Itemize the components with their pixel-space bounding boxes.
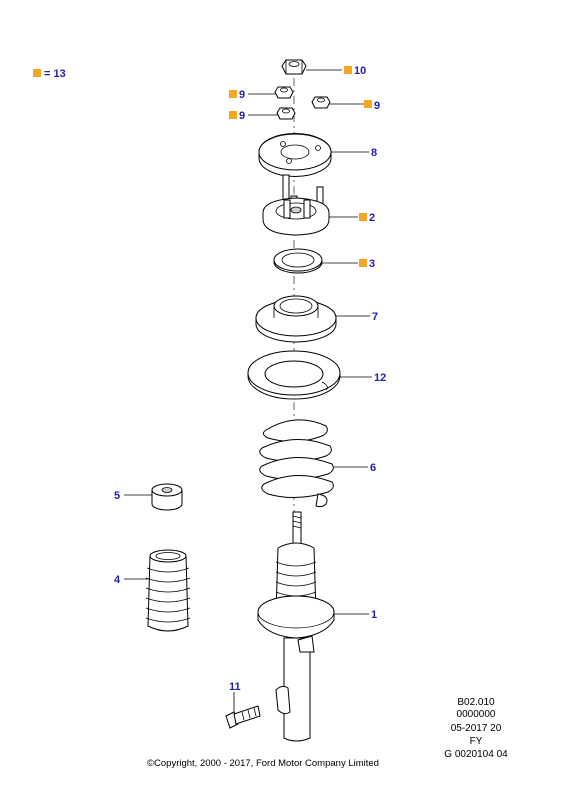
callout-2[interactable]: 2 [369, 212, 375, 224]
callout-9-lower[interactable]: 9 [239, 110, 245, 122]
part-9-nut-lower-left[interactable] [276, 107, 296, 120]
part-7-spring-seat[interactable] [255, 295, 337, 343]
callout-5[interactable]: 5 [114, 490, 120, 502]
callout-6[interactable]: 6 [370, 462, 376, 474]
part-11-bolt[interactable] [225, 705, 261, 729]
legend-marker [33, 69, 41, 77]
leader-lines [124, 69, 372, 712]
callout-7[interactable]: 7 [372, 311, 378, 323]
svg-text:B02.010: B02.010 [457, 697, 495, 708]
part-4-dust-boot[interactable] [145, 549, 191, 632]
callout-9-right[interactable]: 9 [374, 100, 380, 112]
reference-code-block: B02.010 0000000 05-2017 20 FY G 0020104 … [444, 697, 508, 760]
svg-text:FY: FY [470, 736, 483, 747]
part-5-bump-stop[interactable] [151, 483, 183, 511]
part-1-shock-absorber[interactable] [257, 511, 335, 742]
callout-12[interactable]: 12 [374, 372, 386, 384]
callout-4[interactable]: 4 [114, 574, 121, 586]
callout-9-upper[interactable]: 9 [239, 89, 245, 101]
callout-11[interactable]: 11 [229, 681, 241, 693]
callout-3[interactable]: 3 [369, 258, 375, 270]
svg-text:G 0020104 04: G 0020104 04 [444, 749, 508, 760]
part-3-bearing[interactable] [273, 248, 323, 274]
callout-1[interactable]: 1 [371, 609, 377, 621]
part-10-nut[interactable] [281, 59, 307, 75]
part-9-nut-right[interactable] [311, 96, 331, 109]
svg-text:05-2017 20: 05-2017 20 [451, 723, 502, 734]
callout-10[interactable]: 10 [354, 65, 366, 77]
callout-8[interactable]: 8 [371, 147, 377, 159]
legend-text: = 13 [44, 68, 66, 80]
part-2-strut-mount[interactable] [262, 197, 330, 236]
callout-labels: 10 9 9 9 8 2 3 7 12 6 5 4 1 11 [114, 65, 386, 693]
part-6-coil-spring[interactable] [259, 419, 334, 508]
part-8-mount-plate[interactable] [258, 133, 332, 177]
part-9-nut-upper-left[interactable] [274, 86, 294, 99]
svg-text:0000000: 0000000 [457, 709, 496, 720]
copyright-notice: ©Copyright, 2000 - 2017, Ford Motor Comp… [147, 758, 379, 769]
torque-markers [229, 66, 372, 267]
part-12-insulator[interactable] [247, 350, 341, 400]
